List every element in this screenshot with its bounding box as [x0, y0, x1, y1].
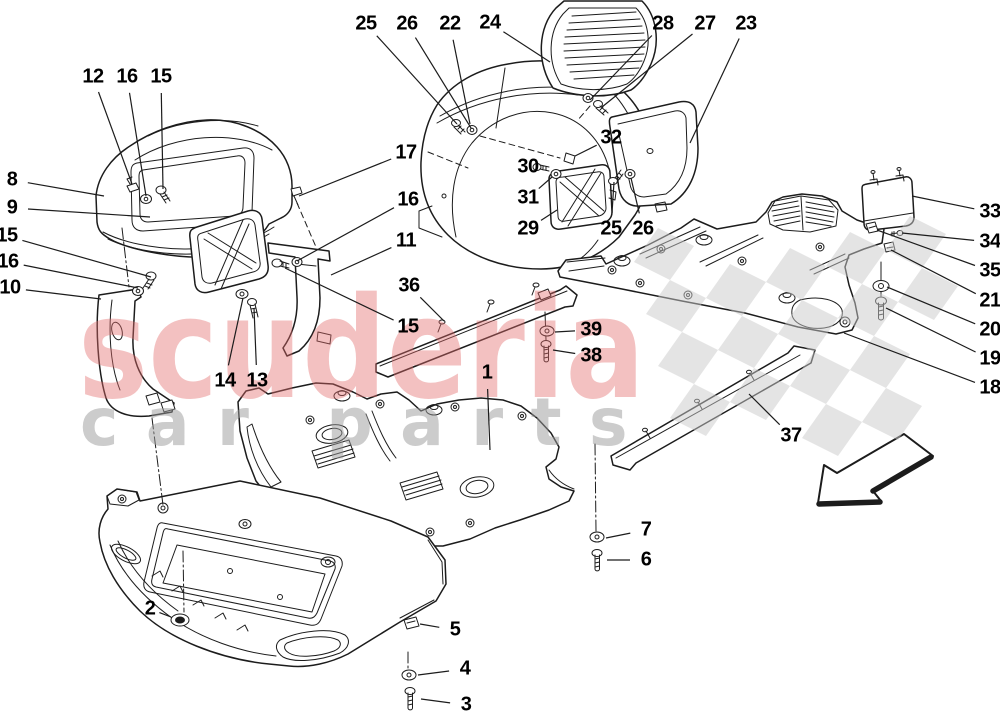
screw-15-left [142, 271, 157, 290]
leader-line-9 [27, 208, 151, 218]
leader-line-5 [419, 623, 440, 628]
screw-30 [532, 163, 550, 172]
leader-line-15 [160, 92, 164, 190]
leader-line-24 [503, 31, 551, 63]
x-access-cover-front [189, 209, 269, 294]
washer-31 [550, 169, 562, 179]
leader-line-36 [419, 296, 445, 322]
leader-line-39 [554, 330, 576, 333]
screw-3 [404, 687, 416, 711]
flap-33 [861, 167, 915, 231]
leader-line-16 [23, 264, 139, 289]
leader-line-26 [414, 37, 472, 129]
wheelhouse-vent [540, 0, 657, 97]
leader-line-12 [97, 91, 133, 185]
leader-line-25 [611, 181, 615, 214]
leader-line-13 [253, 307, 257, 366]
leader-line-28 [589, 35, 653, 101]
leader-line-11 [330, 247, 392, 276]
leader-line-15 [22, 239, 152, 278]
washer-14 [235, 289, 249, 299]
washer-26-top [466, 125, 478, 135]
leader-line-8 [27, 182, 105, 197]
screw-13 [247, 298, 259, 319]
leader-line-23 [689, 38, 740, 144]
leader-line-27 [601, 33, 693, 108]
leader-line-22 [452, 39, 471, 125]
clip-35 [865, 221, 879, 234]
plug-2 [170, 613, 190, 627]
leader-line-38 [552, 349, 576, 355]
screw-6 [591, 549, 603, 572]
leader-line-16 [296, 207, 395, 262]
leader-line-26 [630, 177, 640, 214]
x-access-cover-rear [548, 164, 617, 230]
leader-line-35 [876, 229, 976, 267]
screw-25-rear [608, 169, 624, 185]
leader-line-32 [574, 144, 597, 157]
leader-line-2 [159, 612, 172, 618]
watermark-subtitle-text: car parts [80, 384, 655, 461]
rear-side-panel [608, 100, 699, 213]
leader-line-16 [128, 92, 147, 197]
bracket-11 [267, 242, 332, 357]
screw-38 [540, 340, 552, 363]
leader-line-33 [911, 195, 975, 210]
washer-7 [589, 531, 605, 543]
alignment-guides [121, 227, 597, 669]
leader-line-10 [25, 289, 102, 300]
leader-line-1 [487, 388, 491, 451]
screw-27 [593, 100, 609, 116]
leader-line-3 [420, 698, 451, 704]
leader-line-14 [227, 297, 244, 366]
leader-line-21 [890, 249, 977, 295]
leader-line-34 [901, 232, 975, 241]
leader-line-29 [540, 209, 558, 221]
callout-leader-lines [22, 31, 977, 704]
brand-watermark: scuderia car parts [78, 268, 655, 461]
clip-5 [403, 616, 420, 630]
leader-line-18 [843, 332, 976, 383]
leader-line-17 [298, 158, 392, 197]
checkered-flag-watermark [634, 216, 958, 456]
leader-line-4 [417, 670, 450, 676]
leader-line-19 [885, 307, 976, 353]
clip-32 [563, 152, 576, 165]
screw-15-bracket [271, 258, 290, 269]
leader-line-7 [605, 532, 631, 539]
leader-line-31 [538, 176, 553, 190]
washer-4 [401, 669, 417, 681]
washer-26-rear [624, 169, 636, 179]
leader-line-20 [886, 286, 976, 325]
direction-arrow [816, 433, 934, 507]
strip-36 [375, 282, 578, 378]
leader-line-15 [284, 267, 394, 321]
leader-line-25 [376, 35, 458, 125]
leader-line-37 [748, 393, 781, 426]
watermark-brand-text: scuderia [78, 268, 645, 431]
washer-16-left [132, 286, 144, 296]
clip-12 [126, 176, 140, 193]
washer-39 [539, 325, 555, 337]
side-guard-10 [96, 288, 176, 418]
washer-20 [872, 261, 890, 297]
clip-17 [290, 186, 303, 206]
